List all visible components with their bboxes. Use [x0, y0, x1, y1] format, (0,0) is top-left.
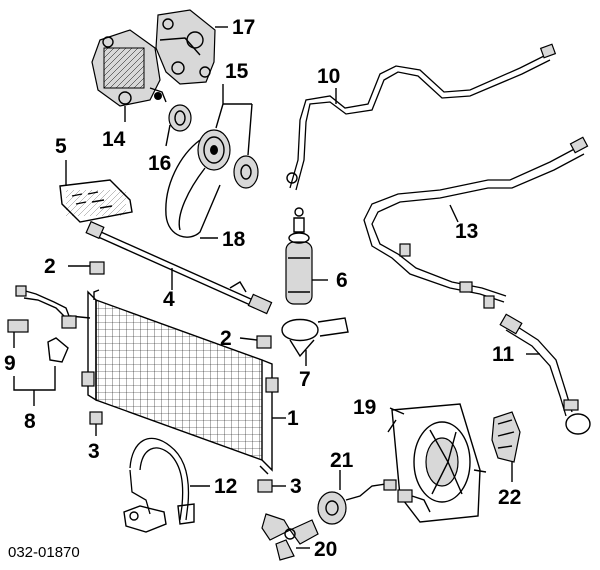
- callout-2-lower: 2: [220, 327, 232, 350]
- suction-line: [363, 136, 589, 309]
- callout-9: 9: [4, 352, 16, 375]
- callout-20: 20: [314, 538, 337, 561]
- callout-7: 7: [299, 368, 311, 391]
- callout-15: 15: [225, 60, 249, 83]
- callout-11: 11: [492, 343, 515, 366]
- callout-8: 8: [24, 410, 36, 433]
- callout-10: 10: [317, 65, 340, 88]
- callout-5: 5: [55, 135, 67, 158]
- grommet-upper: [89, 261, 105, 275]
- compressor-bracket: [155, 9, 216, 85]
- fan-blade: [261, 513, 319, 561]
- callout-14: 14: [102, 128, 126, 151]
- callout-3-left: 3: [88, 440, 100, 463]
- compressor: [91, 29, 167, 107]
- condenser: [69, 289, 279, 475]
- callout-1: 1: [287, 407, 299, 430]
- fan-shroud: [387, 403, 487, 523]
- discharge-line: [286, 43, 557, 191]
- callout-6: 6: [336, 269, 348, 292]
- cushion-left: [89, 411, 103, 425]
- callout-12: 12: [214, 475, 237, 498]
- callout-13: 13: [455, 220, 478, 243]
- callout-16: 16: [148, 152, 171, 175]
- pressure-switch-pipe: [7, 285, 77, 363]
- callout-22: 22: [498, 486, 521, 509]
- field-coil: [168, 104, 192, 132]
- callout-4: 4: [163, 288, 175, 311]
- callout-18: 18: [222, 228, 246, 251]
- fan-motor: [317, 479, 431, 525]
- clutch-pulley: [197, 129, 259, 189]
- grommet-lower: [256, 335, 272, 349]
- mounting-plate: [59, 179, 133, 223]
- callout-21: 21: [330, 449, 354, 472]
- fan-relay: [491, 411, 521, 463]
- callout-2-upper: 2: [44, 255, 56, 278]
- callout-3-right: 3: [290, 475, 302, 498]
- discharge-hose: [123, 437, 195, 533]
- callout-17: 17: [232, 16, 255, 39]
- suction-hose: [499, 313, 591, 435]
- condenser-bracket-bar: [85, 220, 273, 315]
- receiver-dryer: [285, 207, 313, 305]
- dryer-bracket: [281, 317, 349, 358]
- diagram-code: 032-01870: [8, 544, 80, 561]
- callout-19: 19: [353, 396, 376, 419]
- drive-belt: [165, 139, 221, 238]
- cushion-right: [257, 479, 273, 493]
